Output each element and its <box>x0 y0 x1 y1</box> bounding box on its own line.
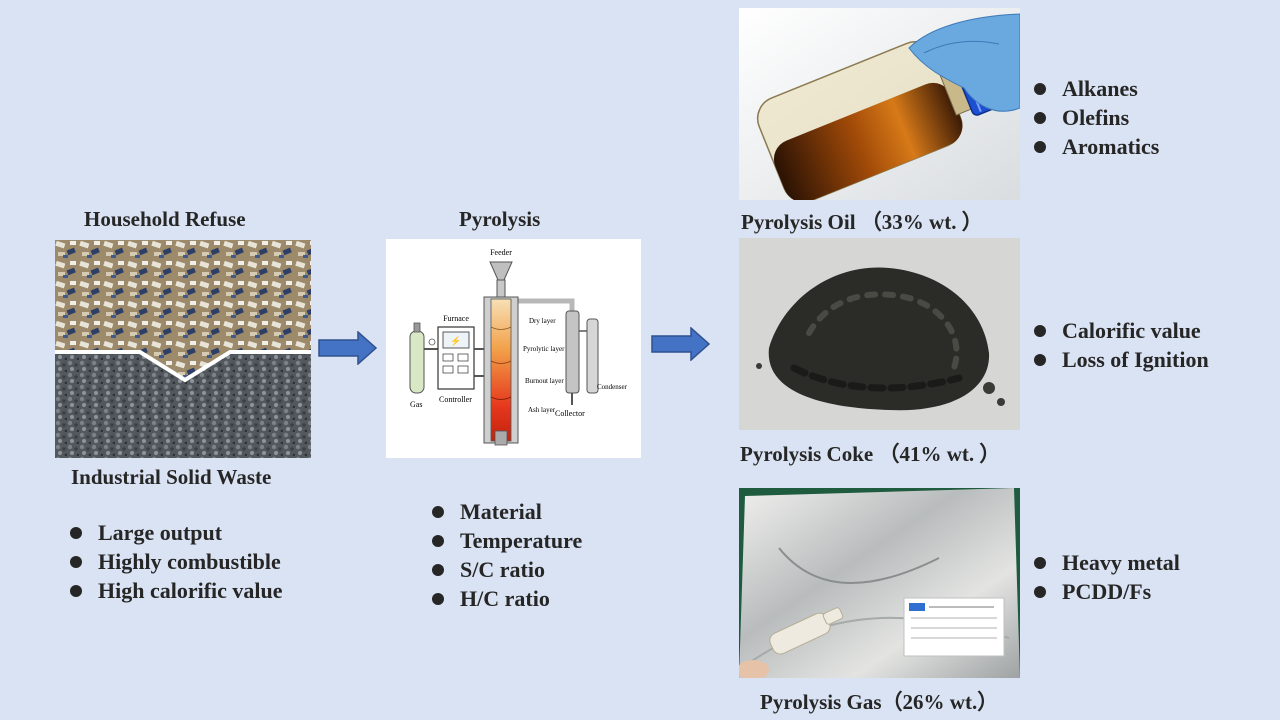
bullet-icon <box>1034 324 1046 337</box>
bullet-icon <box>70 555 82 568</box>
oil-components-list: Alkanes Olefins Aromatics <box>1034 74 1159 161</box>
household-refuse-label: Household Refuse <box>84 207 246 231</box>
feeder-label: Feeder <box>490 248 512 257</box>
list-item: Large output <box>70 518 283 547</box>
list-item: H/C ratio <box>432 584 582 613</box>
pyrolysis-oil-photo <box>739 8 1020 200</box>
bullet-icon <box>1034 140 1046 153</box>
arrow-right-icon <box>318 330 378 370</box>
list-item: Temperature <box>432 526 582 555</box>
bullet-icon <box>70 584 82 597</box>
ash-layer-label: Ash layer <box>528 406 556 414</box>
list-item: Highly combustible <box>70 547 283 576</box>
furnace-label: Furnace <box>443 314 469 323</box>
controller-label: Controller <box>439 395 472 404</box>
dry-layer-label: Dry layer <box>529 317 556 325</box>
pyrolysis-factors-list: Material Temperature S/C ratio H/C ratio <box>432 497 582 613</box>
list-item: High calorific value <box>70 576 283 605</box>
burnout-layer-label: Burnout layer <box>525 377 564 385</box>
coke-components-list: Calorific value Loss of Ignition <box>1034 316 1209 374</box>
gas-components-list: Heavy metal PCDD/Fs <box>1034 548 1180 606</box>
pyrolysis-coke-photo <box>739 238 1020 430</box>
arrow-right-icon <box>651 326 711 366</box>
pyrolysis-schematic: ⚡ Feeder Furnace Dry layer Pyrolytic lay… <box>386 239 641 458</box>
svg-text:⚡: ⚡ <box>450 335 461 347</box>
list-item: Material <box>432 497 582 526</box>
list-item: Olefins <box>1034 103 1159 132</box>
collector-label: Collector <box>555 409 585 418</box>
list-item: Alkanes <box>1034 74 1159 103</box>
pyrolytic-layer-label: Pyrolytic layer <box>523 345 565 353</box>
bullet-icon <box>432 592 444 605</box>
gas-label: Gas <box>410 400 422 409</box>
pyrolysis-gas-label: Pyrolysis Gas（26% wt.） <box>760 690 999 714</box>
list-item: Aromatics <box>1034 132 1159 161</box>
bullet-icon <box>432 563 444 576</box>
list-item: Heavy metal <box>1034 548 1180 577</box>
condenser-label: Condenser <box>597 383 628 391</box>
bullet-icon <box>432 505 444 518</box>
pyrolysis-oil-label: Pyrolysis Oil （33% wt. ） <box>741 210 983 234</box>
input-features-list: Large output Highly combustible High cal… <box>70 518 283 605</box>
industrial-solid-waste-label: Industrial Solid Waste <box>71 465 272 489</box>
bullet-icon <box>1034 111 1046 124</box>
list-item: Calorific value <box>1034 316 1209 345</box>
pyrolysis-coke-label: Pyrolysis Coke （41% wt. ） <box>740 442 1001 466</box>
list-item: S/C ratio <box>432 555 582 584</box>
bullet-icon <box>1034 585 1046 598</box>
bullet-icon <box>70 526 82 539</box>
waste-photo <box>55 240 311 458</box>
bullet-icon <box>432 534 444 547</box>
pyrolysis-title: Pyrolysis <box>459 207 541 231</box>
pyrolysis-gas-photo <box>739 488 1020 678</box>
bullet-icon <box>1034 82 1046 95</box>
list-item: Loss of Ignition <box>1034 345 1209 374</box>
bullet-icon <box>1034 556 1046 569</box>
list-item: PCDD/Fs <box>1034 577 1180 606</box>
bullet-icon <box>1034 353 1046 366</box>
